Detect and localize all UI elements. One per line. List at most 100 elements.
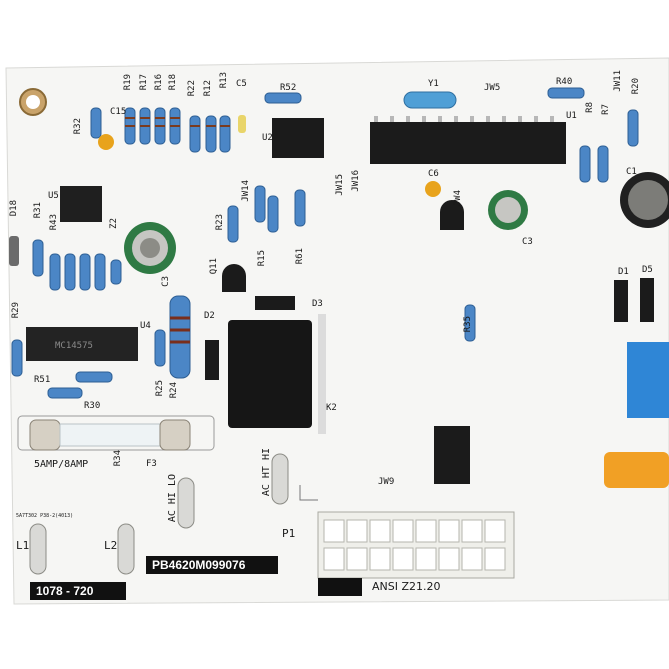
- r43-label: R43: [49, 214, 59, 231]
- jw14-label: JW14: [241, 180, 251, 202]
- diode-d1: [614, 280, 628, 322]
- tiny-print: 5A7T302 P38-2(4013): [16, 513, 74, 519]
- capacitor-c3: [488, 190, 528, 230]
- silkscreen-outline: [299, 485, 318, 501]
- l1-label: L1: [16, 539, 30, 552]
- r12-label: R12: [203, 80, 213, 97]
- d5-label: D5: [642, 265, 653, 275]
- relay-label: K2: [326, 403, 337, 413]
- c15-label: C15: [110, 107, 127, 117]
- diode-d18: [9, 236, 19, 266]
- model-number-plate: 1078 - 720: [30, 582, 126, 600]
- fuse-label: F3: [146, 459, 157, 469]
- q11-label: Q11: [209, 258, 219, 275]
- chip-u1-pins: [374, 116, 554, 122]
- resistor-cluster-right: [579, 109, 639, 183]
- yellow-capacitor: [425, 181, 441, 197]
- orange-part: [604, 452, 669, 488]
- d1-label: D1: [618, 267, 629, 277]
- transistor-q11: [222, 264, 246, 292]
- jw5-label: JW5: [484, 83, 501, 93]
- l2-label: L2: [104, 539, 118, 552]
- c3-label: C3: [522, 237, 533, 247]
- part-number-plate: PB4620M099076: [146, 556, 278, 574]
- r13-label: R13: [219, 72, 229, 89]
- r35-label: R35: [463, 316, 473, 333]
- r31-label: R31: [33, 202, 43, 219]
- jw11-label: JW11: [613, 70, 623, 92]
- r32-label: R32: [73, 118, 83, 135]
- resistor-r40: [547, 87, 585, 99]
- r17-label: R17: [139, 74, 149, 91]
- d18-label: D18: [9, 200, 19, 217]
- connector-label: P1: [282, 527, 296, 540]
- resistor-bands: [125, 117, 230, 127]
- z2-label: Z2: [109, 218, 119, 229]
- resistor-r52: [264, 92, 302, 104]
- y1-label: Y1: [428, 79, 439, 89]
- fuse-rating-label: 5AMP/8AMP: [34, 459, 89, 470]
- diode-d2: [205, 340, 219, 380]
- ansi-standard-label: ANSI Z21.20: [372, 580, 441, 593]
- r19-label: R19: [123, 74, 133, 91]
- ac-hi-lo-label: AC HI LO: [167, 474, 178, 523]
- diode-d3: [255, 296, 295, 310]
- jw16-label: JW16: [351, 170, 361, 192]
- r8-label: R8: [585, 102, 595, 113]
- voltage-regulator: [434, 426, 470, 484]
- r15-label: R15: [257, 250, 267, 267]
- c5-label: C5: [236, 79, 247, 89]
- jw4-label: JW4: [453, 190, 463, 207]
- u5-label: U5: [48, 191, 59, 201]
- r34-label: R34: [113, 450, 123, 467]
- fuse-f3: [17, 415, 215, 451]
- blue-part: [627, 342, 669, 418]
- spade-terminals: [29, 453, 289, 575]
- capacitor-c1: [620, 172, 669, 228]
- r20-label: R20: [631, 78, 641, 95]
- yellow-capacitor: [98, 134, 114, 150]
- r29-label: R29: [11, 302, 21, 319]
- d3-label: D3: [312, 299, 323, 309]
- r51-label: R51: [34, 375, 51, 385]
- u2-label: U2: [262, 133, 273, 143]
- r18-label: R18: [168, 74, 178, 91]
- chip-u4-marking: MC14575: [55, 341, 93, 351]
- r25-label: R25: [155, 380, 165, 397]
- chip-u4: [26, 327, 138, 361]
- u1-label: U1: [566, 111, 577, 121]
- ac-ht-hi-label: AC HT HI: [261, 448, 272, 497]
- jumper-jw9-label: JW9: [378, 477, 395, 487]
- chip-u2: [272, 118, 324, 158]
- r7-label: R7: [601, 104, 611, 115]
- r22-label: R22: [187, 80, 197, 97]
- r52-label: R52: [280, 83, 297, 93]
- chip-u5: [60, 186, 102, 222]
- black-plate-left: [318, 578, 362, 596]
- connector-p1: [317, 511, 515, 579]
- yellow-capacitor: [238, 115, 246, 133]
- crystal-y1: [403, 91, 457, 109]
- diode-d5: [640, 278, 654, 322]
- r24-label: R24: [169, 382, 179, 399]
- r16-label: R16: [154, 74, 164, 91]
- d2-label: D2: [204, 311, 215, 321]
- resistor-r30: [47, 387, 83, 399]
- mounting-hole: [19, 88, 47, 116]
- chip-u1: [370, 122, 566, 164]
- resistor-cluster-left: [11, 239, 122, 377]
- r40-label: R40: [556, 77, 573, 87]
- resistor-r51: [75, 371, 113, 383]
- transistor-jw14: [440, 200, 464, 230]
- u4-label: U4: [140, 321, 151, 331]
- power-resistor: [169, 295, 191, 379]
- capacitor-electrolytic-left: [124, 222, 176, 274]
- relay-k2: [228, 320, 312, 428]
- c1-label: C1: [626, 167, 637, 177]
- c-sticker-label: C3: [161, 276, 171, 287]
- resistor-cluster-mid: [154, 185, 476, 367]
- r61-label: R61: [295, 248, 305, 265]
- c6-label: C6: [428, 169, 439, 179]
- r23-label: R23: [215, 214, 225, 231]
